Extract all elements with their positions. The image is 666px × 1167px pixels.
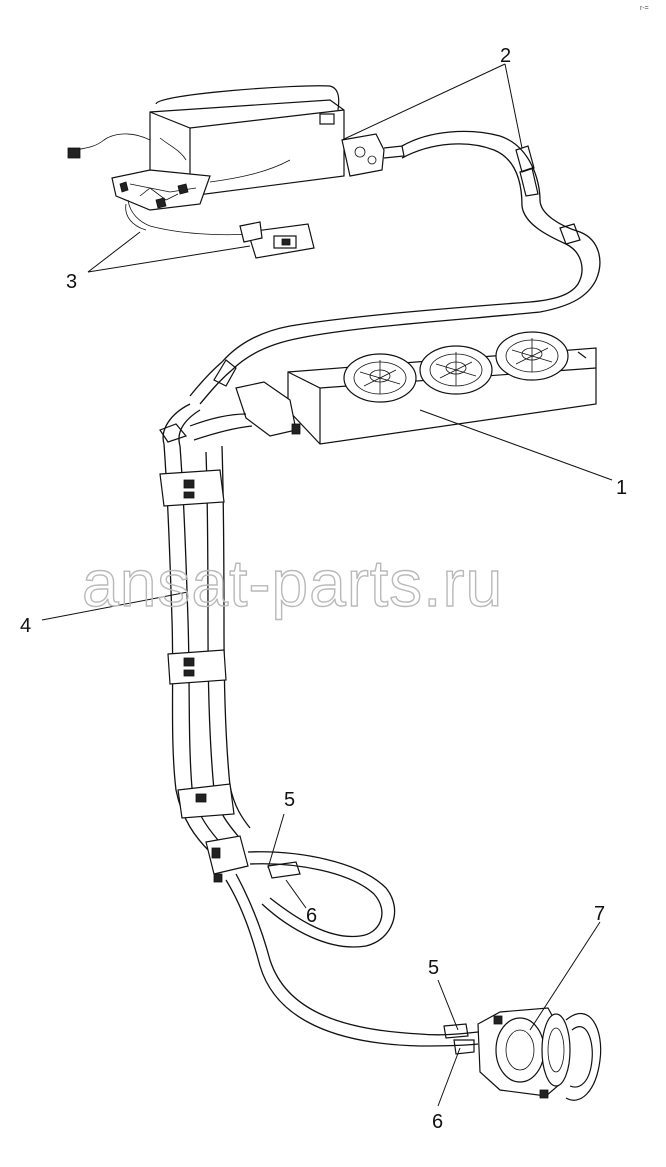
callout-7: 7 [594, 903, 605, 925]
upper-hoses [189, 130, 601, 405]
callout-5-lower: 5 [428, 957, 439, 979]
vertical-hoses [159, 403, 251, 853]
evaporator-unit [67, 85, 405, 259]
callout-5-upper: 5 [284, 789, 295, 811]
callout-2: 2 [500, 45, 511, 67]
callout-6-lower: 6 [432, 1111, 443, 1133]
callout-6-upper: 6 [306, 905, 317, 927]
corner-mark: r-= [640, 5, 649, 12]
leader-lines [41, 63, 613, 1107]
lower-hoses [205, 835, 479, 1055]
compressor [477, 1007, 602, 1101]
callout-1: 1 [616, 477, 627, 499]
callout-4: 4 [20, 615, 31, 637]
condenser-unit [189, 331, 597, 445]
watermark: ansat-parts.ru [82, 546, 503, 620]
callout-3: 3 [66, 271, 77, 293]
